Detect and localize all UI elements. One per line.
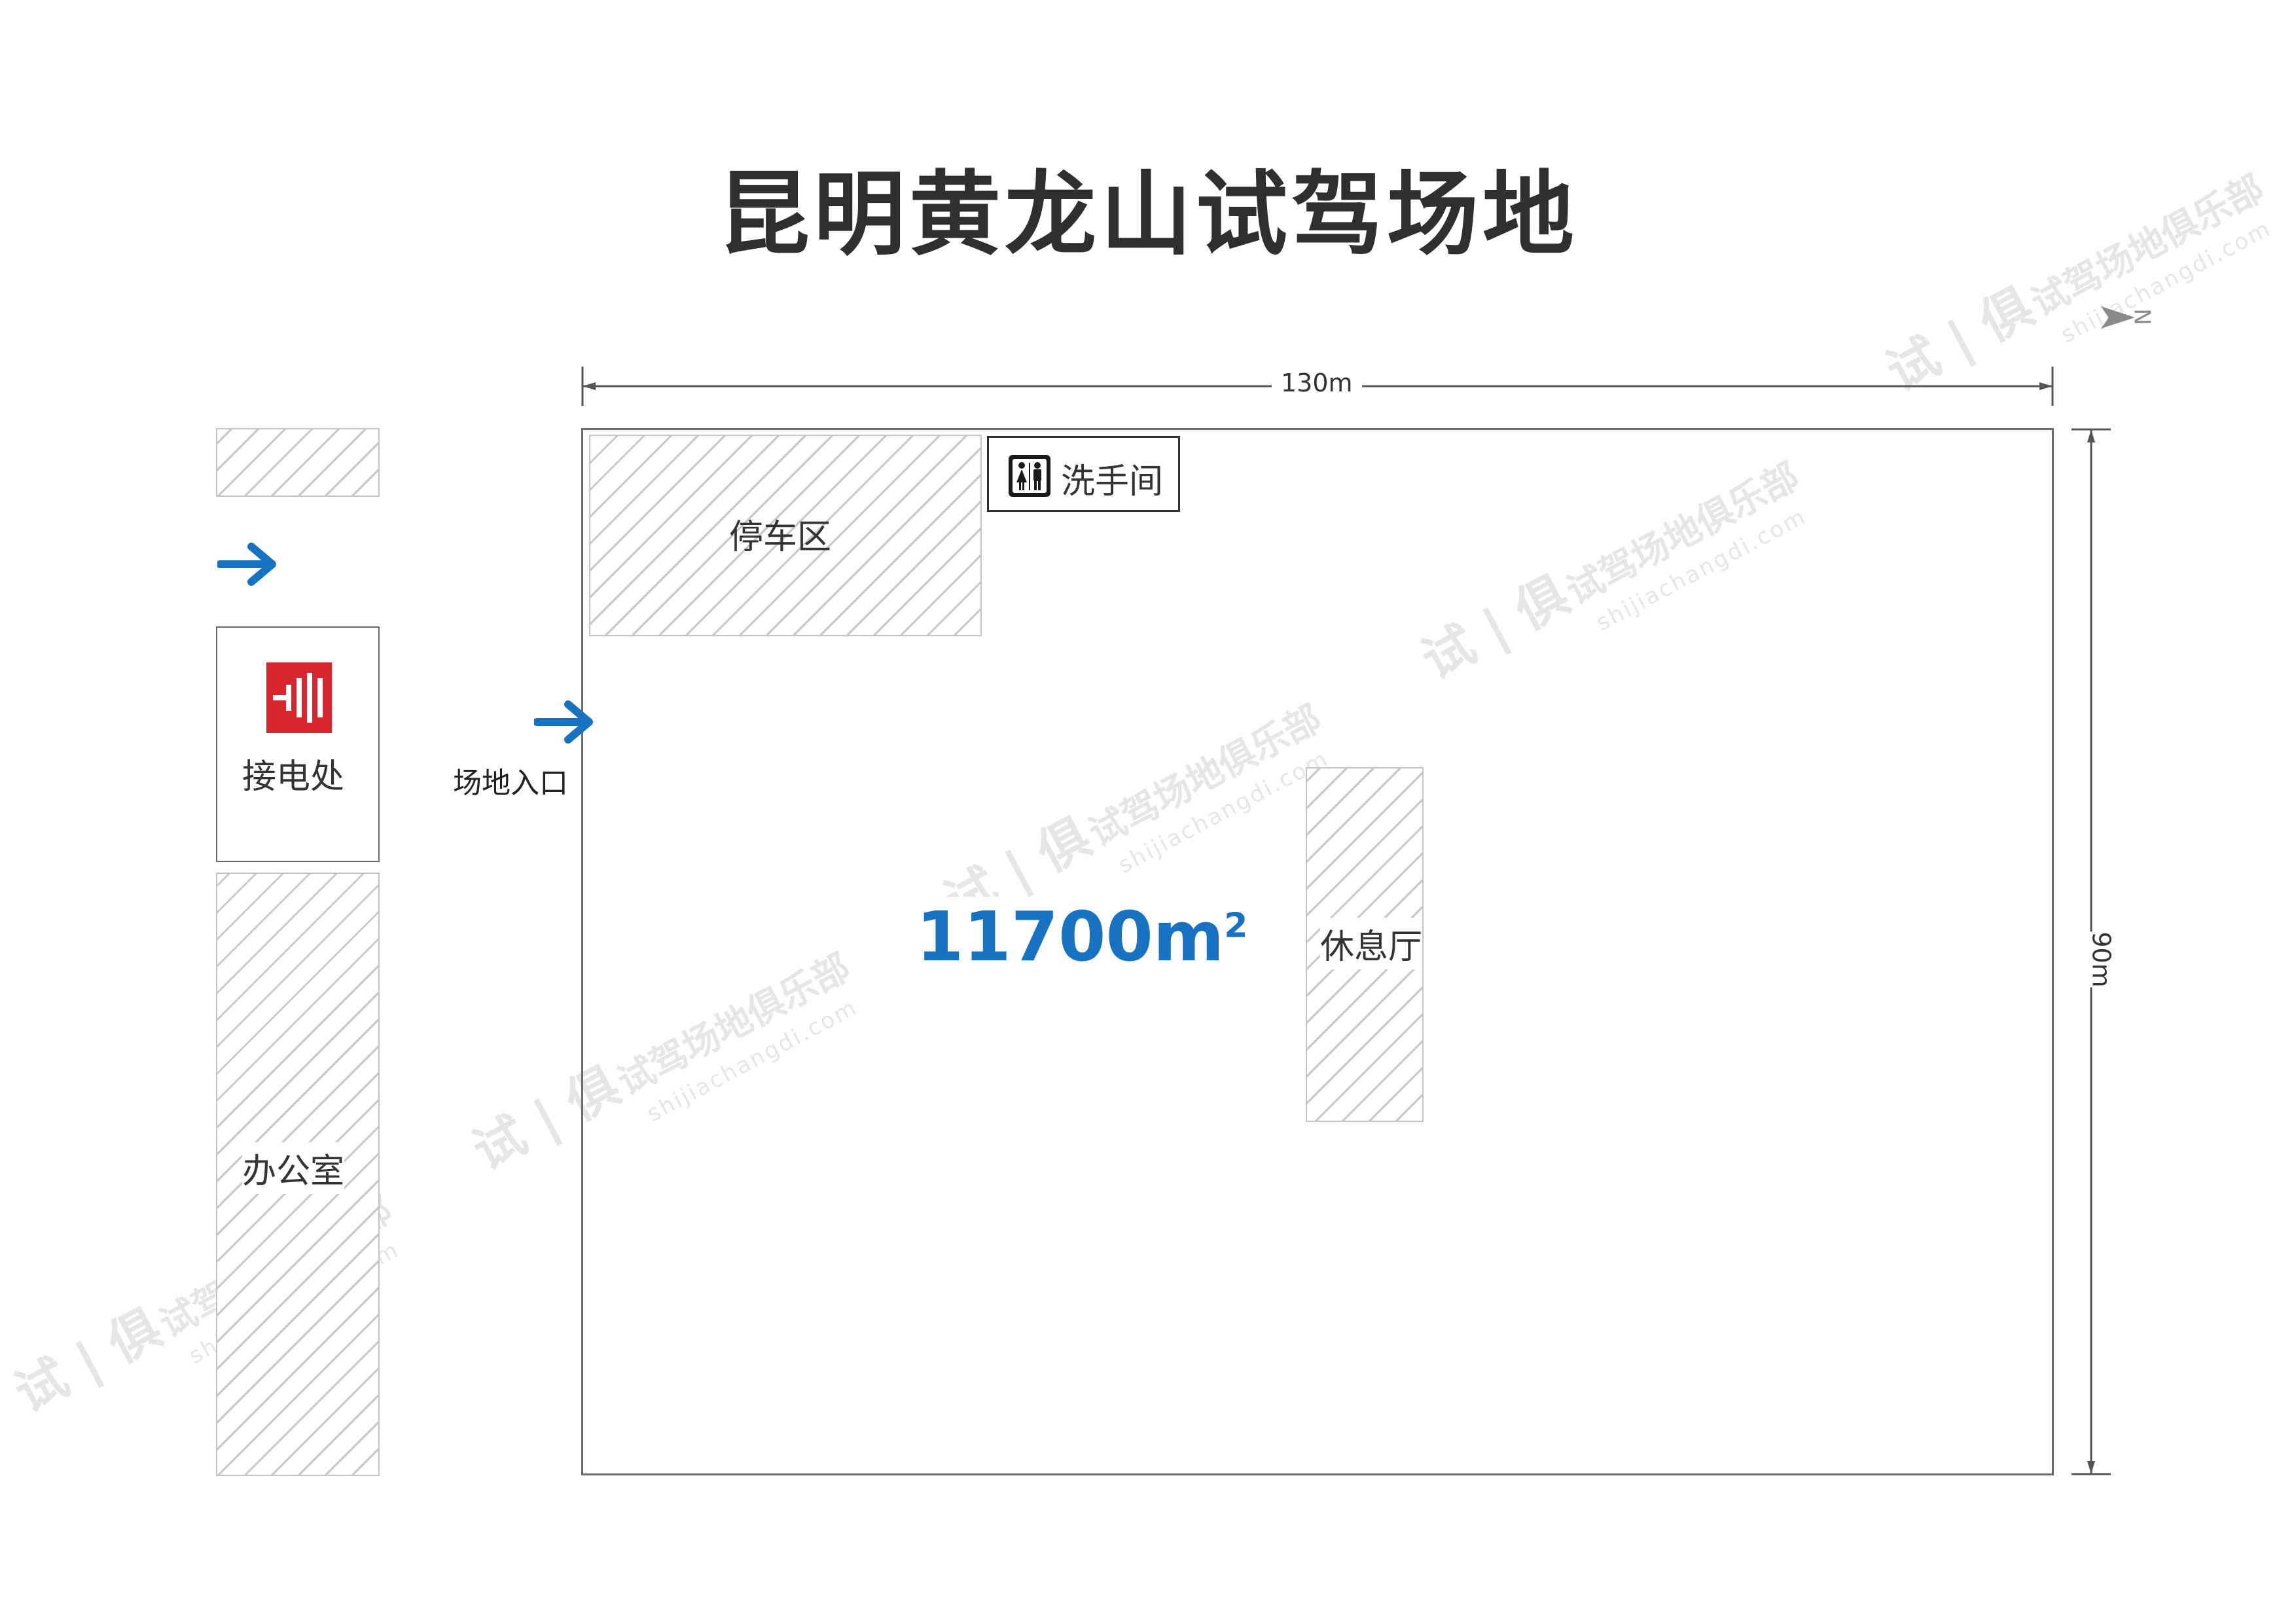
power-box: 接电处 <box>216 626 380 862</box>
width-dimension: 130m <box>581 363 2054 409</box>
restroom-icon <box>1009 455 1050 499</box>
lounge-label: 休息厅 <box>1320 918 1423 969</box>
compass-north-icon <box>2101 301 2160 336</box>
area-value: 11700m2 <box>916 897 1248 977</box>
entrance-arrow-icon <box>533 699 597 748</box>
restroom-sign: 洗手间 <box>987 436 1180 512</box>
lounge-zone: 休息厅 <box>1306 767 1424 1122</box>
office-zone: 办公室 <box>216 873 380 1476</box>
width-label: 130m <box>1272 369 1362 397</box>
parking-zone: 停车区 <box>589 435 982 636</box>
direction-arrow-icon <box>216 541 280 590</box>
office-label: 办公室 <box>242 1142 345 1194</box>
power-label: 接电处 <box>242 757 345 797</box>
height-label: 90m <box>2080 931 2123 988</box>
height-dimension: 90m <box>2068 428 2123 1475</box>
parking-label: 停车区 <box>729 518 832 557</box>
venue-area <box>581 428 2054 1475</box>
restroom-label: 洗手间 <box>1061 462 1164 501</box>
entrance-label: 场地入口 <box>453 767 568 800</box>
map-title: 昆明黄龙山试驾场地 <box>717 162 1578 268</box>
compass-label: N <box>2128 308 2155 325</box>
power-icon <box>266 662 332 736</box>
left-hatch-block <box>216 428 380 497</box>
